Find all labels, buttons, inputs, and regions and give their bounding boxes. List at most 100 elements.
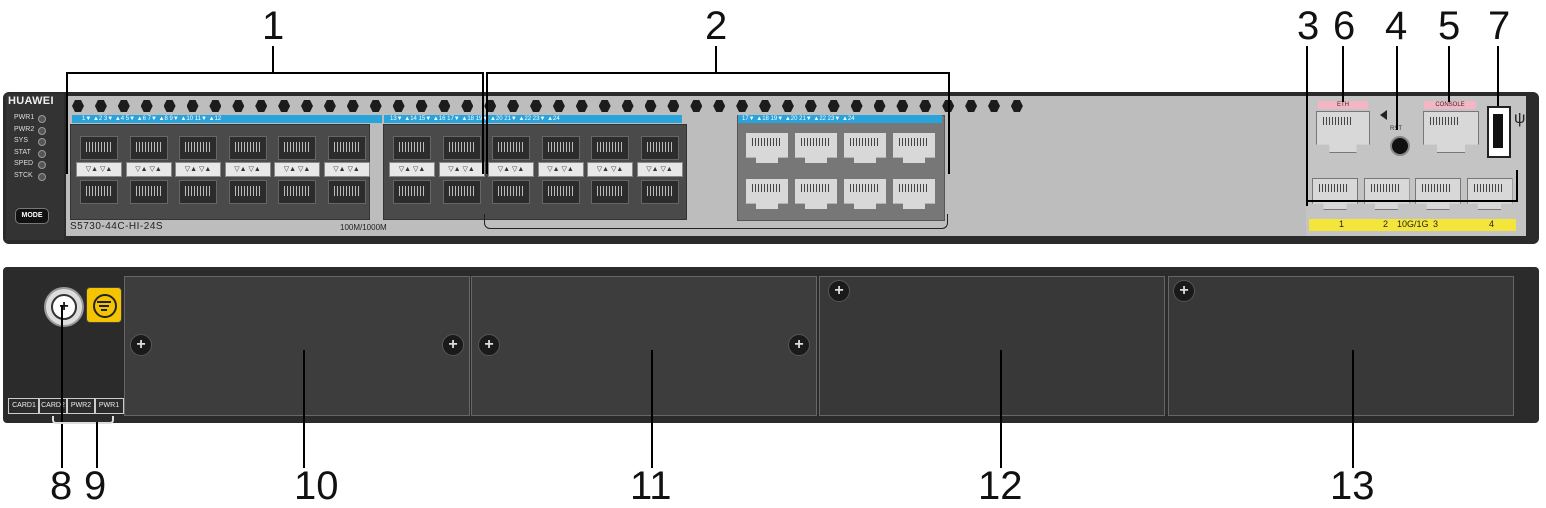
sfp-port[interactable]: [179, 180, 217, 204]
port-strip-rj45: 17▼ ▲18 19▼ ▲20 21▼ ▲22 23▼ ▲24: [738, 115, 942, 123]
sfp-port[interactable]: [640, 180, 679, 204]
vent-hole: [278, 100, 291, 112]
led-label-pwr2: PWR2: [14, 125, 35, 133]
sfp-port[interactable]: [393, 136, 431, 160]
leader-6: [1342, 46, 1344, 102]
vent-hole: [140, 100, 153, 112]
vent-hole: [736, 100, 749, 112]
bracket-3: [1306, 46, 1520, 206]
brand-logo: HUAWEI: [8, 95, 54, 107]
rear-label-card2: CARD2: [38, 398, 68, 414]
sfp-port[interactable]: [129, 180, 168, 204]
callout-3: 3: [1297, 4, 1320, 48]
leader-13: [1352, 350, 1354, 468]
sfp-port[interactable]: [278, 180, 316, 204]
sfp-port[interactable]: [278, 136, 316, 160]
vent-hole: [301, 100, 313, 112]
sfp-status-indicator: ▽▲ ▽▲: [175, 162, 221, 177]
speed-label: 100M/1000M: [340, 223, 387, 232]
leader-3r: [1516, 170, 1518, 202]
vent-hole: [598, 100, 611, 112]
usb-port[interactable]: [1487, 106, 1511, 158]
mode-button[interactable]: MODE: [15, 208, 49, 224]
vent-hole: [209, 100, 222, 112]
rear-label-pwr1: PWR1: [94, 398, 124, 414]
callout-11: 11: [630, 464, 672, 508]
sfp-port[interactable]: [591, 136, 629, 160]
sfp-port[interactable]: [327, 180, 366, 204]
vent-hole: [804, 100, 817, 112]
leader-5: [1448, 46, 1450, 102]
arrow-left-icon: [1380, 110, 1387, 120]
port-strip-1-12: 1▼ ▲2 3▼ ▲4 5▼ ▲6 7▼ ▲8 9▼ ▲10 11▼ ▲12: [72, 115, 382, 123]
sfp-port[interactable]: [541, 180, 580, 204]
callout-7: 7: [1488, 4, 1511, 48]
vent-hole: [346, 100, 359, 112]
sfp-port[interactable]: [442, 136, 481, 160]
card-slot-2[interactable]: [1168, 276, 1514, 416]
sfp-status-indicator: ▽▲ ▽▲: [537, 162, 584, 177]
vent-hole: [873, 100, 886, 112]
power-slot-1[interactable]: [471, 276, 817, 416]
led-stat: [38, 149, 46, 158]
ground-screw[interactable]: [44, 287, 84, 327]
power-slot-2[interactable]: [124, 276, 470, 416]
led-label-sys: SYS: [14, 137, 29, 144]
vent-hole: [232, 100, 245, 112]
vent-hole: [988, 100, 1000, 112]
screw-icon: +: [1173, 280, 1195, 302]
callout-10: 10: [294, 464, 339, 508]
led-label-sped: SPED: [14, 160, 34, 167]
vent-hole: [896, 100, 909, 112]
vent-hole: [415, 100, 428, 112]
uplink-label-3: 3: [1433, 219, 1439, 229]
reset-button[interactable]: [1390, 136, 1410, 156]
uplink-label-2: 2: [1383, 219, 1389, 229]
screw-icon: +: [130, 334, 152, 356]
screw-icon: +: [828, 280, 850, 302]
vent-hole: [392, 100, 405, 112]
sfp-port[interactable]: [327, 136, 366, 160]
sfp-port[interactable]: [80, 136, 118, 160]
vent-hole: [461, 100, 474, 112]
vent-hole: [667, 100, 680, 112]
vent-hole: [163, 100, 176, 112]
sfp-port[interactable]: [179, 136, 217, 160]
vent-hole: [530, 100, 542, 112]
leader-2: [715, 46, 717, 72]
callout-2: 2: [705, 4, 728, 48]
ground-symbol-icon: [86, 287, 122, 323]
bracket-2: [486, 72, 950, 174]
sfp-port[interactable]: [129, 136, 168, 160]
callout-4: 4: [1385, 4, 1408, 48]
rear-label-pwr2: PWR2: [66, 398, 96, 414]
vent-hole: [438, 100, 451, 112]
vent-hole: [759, 100, 771, 112]
sfp-port[interactable]: [492, 180, 530, 204]
sfp-port[interactable]: [492, 136, 530, 160]
vent-hole: [621, 100, 634, 112]
sfp-port[interactable]: [228, 136, 267, 160]
callout-6: 6: [1333, 4, 1356, 48]
sfp-status-indicator: ▽▲ ▽▲: [76, 162, 122, 177]
sfp-port[interactable]: [80, 180, 118, 204]
port-strip-13-24: 13▼ ▲14 15▼ ▲16 17▼ ▲18 19▼ ▲20 21▼ ▲22 …: [384, 115, 682, 123]
eth-label: ETH: [1318, 101, 1368, 109]
led-sys: [38, 138, 46, 146]
sfp-port[interactable]: [228, 180, 267, 204]
led-pwr1: [38, 115, 46, 123]
uplink-label-4: 4: [1489, 219, 1495, 229]
card-slot-1[interactable]: [819, 276, 1165, 416]
sfp-port[interactable]: [442, 180, 481, 204]
sfp-status-indicator: ▽▲ ▽▲: [323, 162, 370, 177]
sfp-port[interactable]: [591, 180, 629, 204]
leader-12: [1000, 350, 1002, 468]
bracket-1: [66, 72, 484, 174]
sfp-port[interactable]: [541, 136, 580, 160]
sfp-port[interactable]: [640, 136, 679, 160]
sfp-port[interactable]: [393, 180, 431, 204]
sfp-status-indicator: ▽▲ ▽▲: [438, 162, 485, 177]
vent-hole: [369, 100, 382, 112]
vent-hole: [575, 100, 588, 112]
screw-icon: +: [788, 334, 810, 356]
